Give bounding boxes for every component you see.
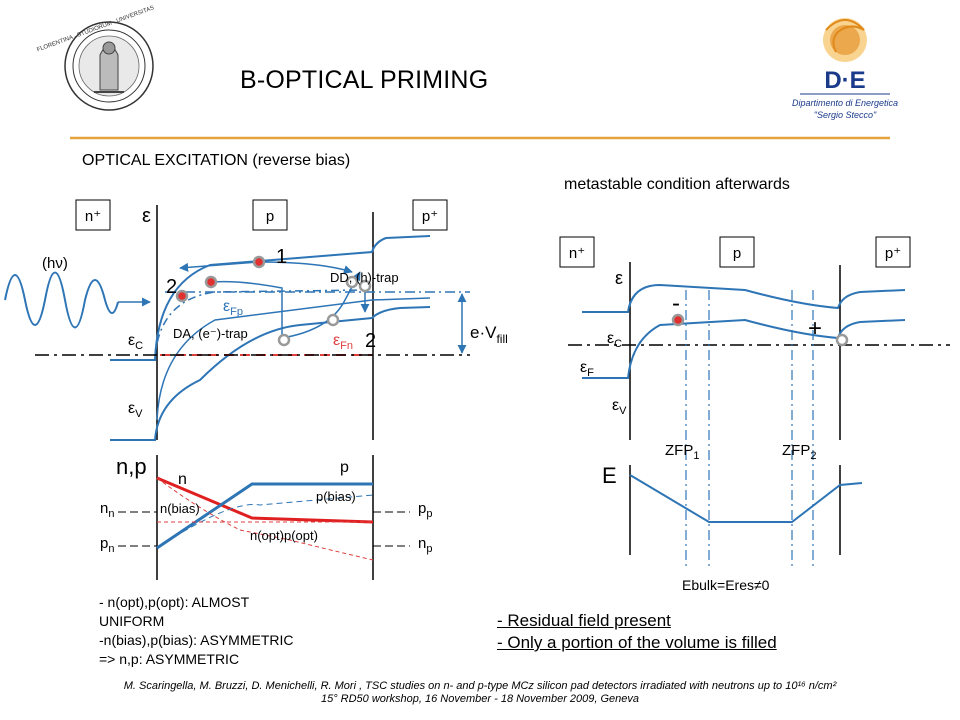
efn-label: εFn [333,332,353,352]
left-region-p: p [266,208,274,225]
field-axis-label: E [602,463,617,488]
ev-label: εV [128,400,143,420]
right-ec-label: εC [607,330,622,350]
hole-marker [326,313,340,327]
field-profile [629,474,863,523]
right-conduction-band [582,283,906,313]
trap-marker-right [358,279,372,293]
energy-axis-label: ε [142,205,151,227]
reference-block: M. Scaringella, M. Bruzzi, D. Menichelli… [0,680,960,706]
right-valence-band [582,318,906,379]
carrier-axis-label: n,p [116,454,147,479]
efp-label: εFp [223,298,243,318]
left-region-boxes [75,199,448,231]
p-bias-label: p(bias) [316,489,356,504]
n-curve [156,476,374,524]
right-heading: metastable condition afterwards [564,176,790,193]
da-trap-label: DA, (e⁻)-trap [173,326,248,341]
valence-band-upper [156,297,431,421]
marker-2b: 2 [365,330,376,352]
curve-n-label: n [178,471,187,488]
marker-1: 1 [276,246,287,268]
electron-marker-2 [204,275,218,289]
trap-loop [211,272,360,339]
note-line-1: - n(opt),p(opt): ALMOST [99,594,250,610]
note-line-3: -n(bias),p(bias): ASYMMETRIC [99,632,294,648]
transition-arrow-top [257,261,353,274]
left-region-n: n⁺ [85,208,101,225]
logo-sub1: Dipartimento di Energetica [792,98,898,108]
n-bias-curve [156,477,374,561]
electron-marker-1 [252,255,266,269]
right-electron-marker [671,313,685,327]
pn-label: pn [100,535,114,555]
dd-trap-label: DD, (h)-trap [330,270,399,285]
right-region-boxes [559,236,911,268]
reference-line-1: M. Scaringella, M. Bruzzi, D. Menichelli… [123,680,837,692]
right-region-n: n⁺ [569,245,585,262]
p-curve [156,482,373,550]
plus-sign: + [808,315,822,342]
conclusion-line-1: - Residual field present [497,611,671,630]
n-bias-label: n(bias) [160,501,200,516]
curve-p-label: p [340,459,349,476]
right-energy-axis-label: ε [615,268,623,288]
zfp1-label: ZFP1 [665,442,699,462]
left-heading: OPTICAL EXCITATION (reverse bias) [82,152,351,169]
right-ef-label: εF [580,359,594,379]
right-region-p: p [733,245,741,262]
trap-marker-dd [345,275,359,289]
university-seal-logo [64,21,154,111]
zfp2-label: ZFP2 [782,442,816,462]
logo-sub2: "Sergio Stecco" [814,110,877,120]
np-label: np [418,535,432,555]
nn-label: nn [100,500,114,520]
right-region-p-plus: p⁺ [885,245,901,262]
conclusion-line-2: - Only a portion of the volume is filled [497,633,777,652]
valence-band [110,306,431,441]
logo-brand: D·E [824,67,865,94]
page-title: B-OPTICAL PRIMING [240,66,489,94]
conclusions-block: - Residual field present - Only a portio… [497,610,777,654]
transition-arrow-1 [179,261,259,272]
ebulk-label: Ebulk=Eres≠0 [682,577,770,593]
note-line-4: => n,p: ASYMMETRIC [99,651,240,667]
photon-label: (hν) [42,255,68,272]
vfill-label: e·Vfill [470,323,508,346]
note-line-2: UNIFORM [99,613,165,629]
trap-marker-da [277,333,291,347]
p-bias-curve [156,494,374,549]
notes-block: - n(opt),p(opt): ALMOST UNIFORM -n(bias)… [99,593,293,669]
ec-label: εC [128,332,143,352]
electron-marker-3 [175,289,189,303]
pp-label: pp [418,500,432,520]
marker-2a: 2 [166,276,177,298]
department-logo: D·E Dipartimento di Energetica "Sergio S… [792,18,898,120]
reference-line-2: 15° RD50 workshop, 16 November - 18 Nove… [320,693,640,705]
photon-wave [4,271,119,329]
minus-sign: - [672,290,680,317]
left-region-p-plus: p⁺ [422,208,438,225]
conduction-band-left [110,235,431,361]
right-hole-marker [835,333,849,347]
opt-label: n(opt)p(opt) [250,528,318,543]
right-ev-label: εV [612,397,627,417]
